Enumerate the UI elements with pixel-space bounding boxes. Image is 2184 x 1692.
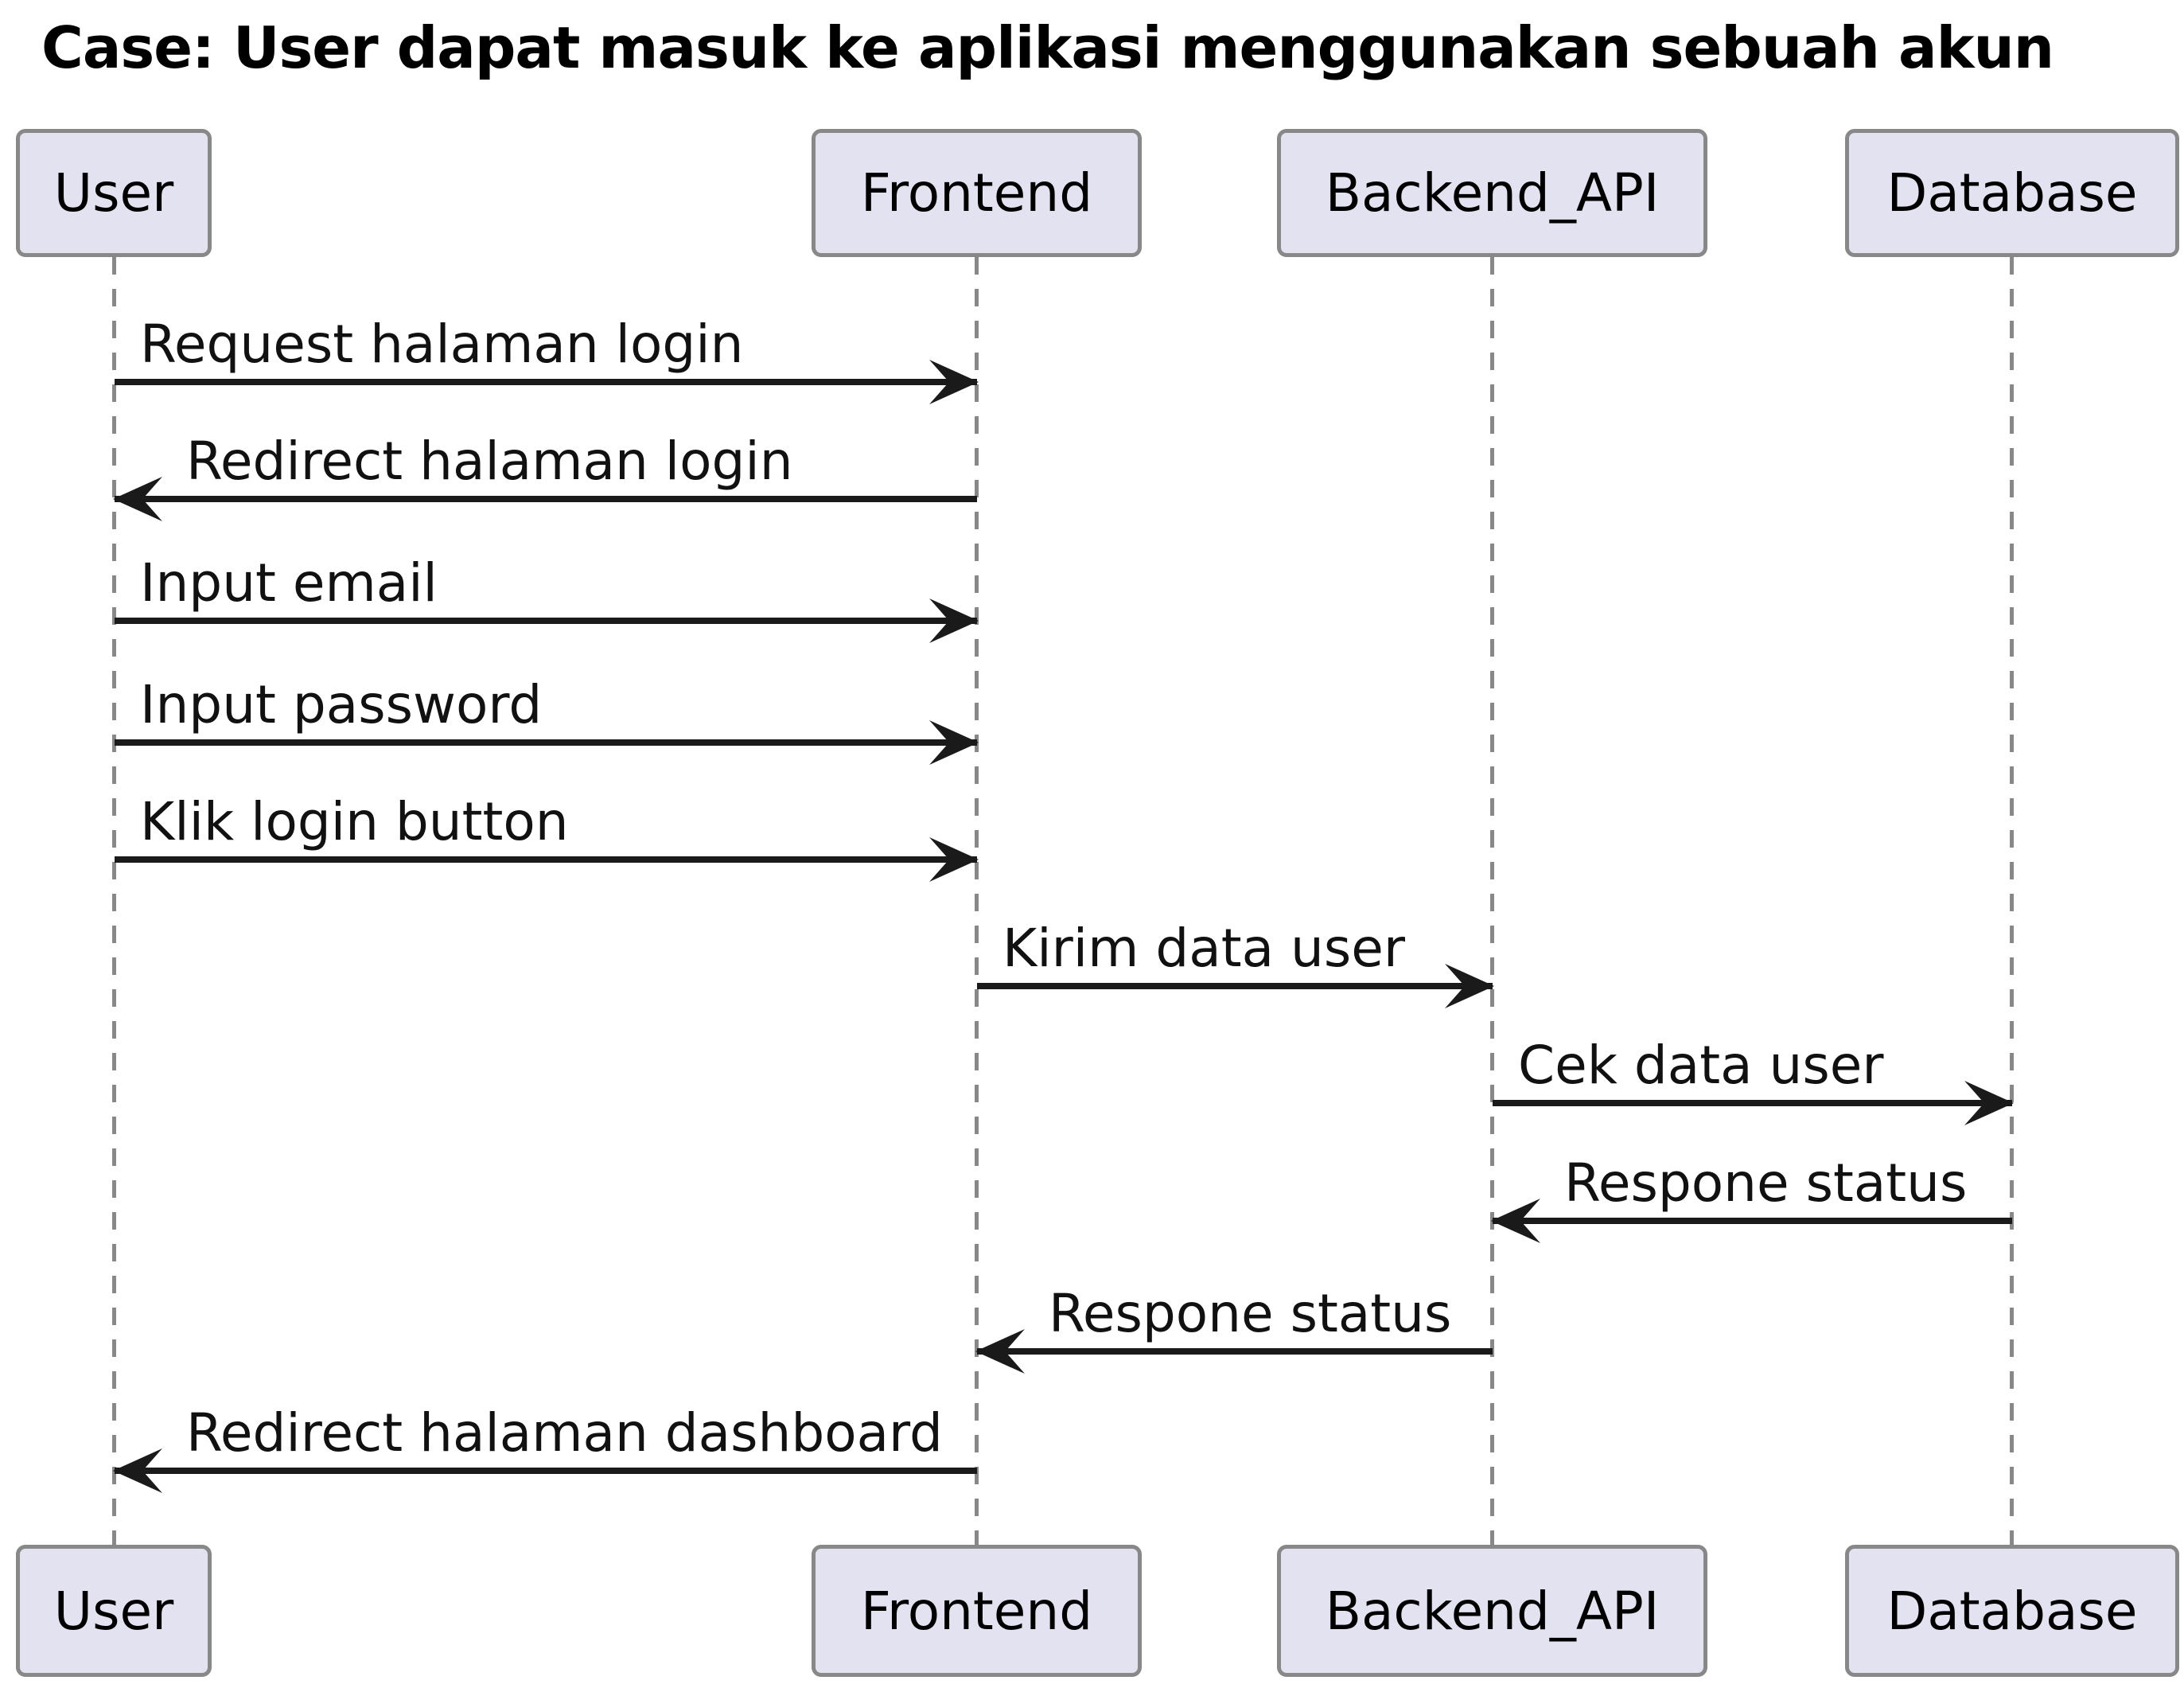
message-label: Kirim data user (1002, 918, 1405, 979)
message-label: Cek data user (1518, 1035, 1884, 1096)
diagram-title: Case: User dapat masuk ke aplikasi mengg… (41, 14, 2054, 81)
lifeline-backend-api (1490, 257, 1494, 1545)
message-arrow (1491, 1199, 2012, 1243)
participant-label: Backend_API (1325, 1580, 1660, 1642)
participant-bottom-backend-api: Backend_API (1277, 1545, 1707, 1677)
message-label: Klik login button (140, 791, 569, 852)
message-arrow (975, 1329, 1493, 1374)
message-label: Respone status (1049, 1283, 1452, 1344)
participant-label: Backend_API (1325, 162, 1660, 224)
message-kirim-data-user: Kirim data user (977, 916, 1494, 1008)
message-arrow (113, 1448, 977, 1493)
participant-top-database: Database (1845, 129, 2179, 257)
message-arrow (115, 720, 979, 765)
message-arrow (115, 360, 979, 404)
message-request-halaman-login: Request halaman login (115, 312, 979, 404)
message-arrow (1493, 1081, 2014, 1125)
message-respone-status-db: Respone status (1491, 1151, 2012, 1243)
participant-label: Frontend (860, 1580, 1093, 1642)
lifeline-database (2010, 257, 2014, 1545)
message-label: Redirect halaman login (186, 431, 793, 492)
participant-label: User (53, 162, 174, 224)
message-input-password: Input password (115, 673, 979, 765)
message-arrow (113, 477, 977, 521)
participant-bottom-frontend: Frontend (812, 1545, 1142, 1677)
message-label: Respone status (1564, 1152, 1968, 1214)
participant-top-frontend: Frontend (812, 129, 1142, 257)
participant-top-user: User (16, 129, 212, 257)
participant-label: Database (1886, 162, 2138, 224)
message-input-email: Input email (115, 551, 979, 643)
message-arrow (977, 964, 1494, 1008)
message-label: Input password (140, 674, 543, 735)
message-arrow (115, 837, 979, 882)
message-label: Redirect halaman dashboard (186, 1402, 943, 1464)
message-redirect-halaman-dashboard: Redirect halaman dashboard (113, 1401, 977, 1493)
participant-label: Database (1886, 1580, 2138, 1642)
message-cek-data-user: Cek data user (1493, 1033, 2014, 1125)
message-respone-status-api: Respone status (975, 1281, 1493, 1374)
message-label: Request halaman login (140, 314, 744, 375)
message-redirect-halaman-login: Redirect halaman login (113, 429, 977, 521)
lifeline-frontend (975, 257, 979, 1545)
participant-label: User (53, 1580, 174, 1642)
participant-label: Frontend (860, 162, 1093, 224)
participant-top-backend-api: Backend_API (1277, 129, 1707, 257)
participant-bottom-user: User (16, 1545, 212, 1677)
message-label: Input email (140, 552, 438, 614)
message-klik-login-button: Klik login button (115, 789, 979, 882)
message-arrow (115, 598, 979, 643)
participant-bottom-database: Database (1845, 1545, 2179, 1677)
lifeline-user (112, 257, 116, 1545)
